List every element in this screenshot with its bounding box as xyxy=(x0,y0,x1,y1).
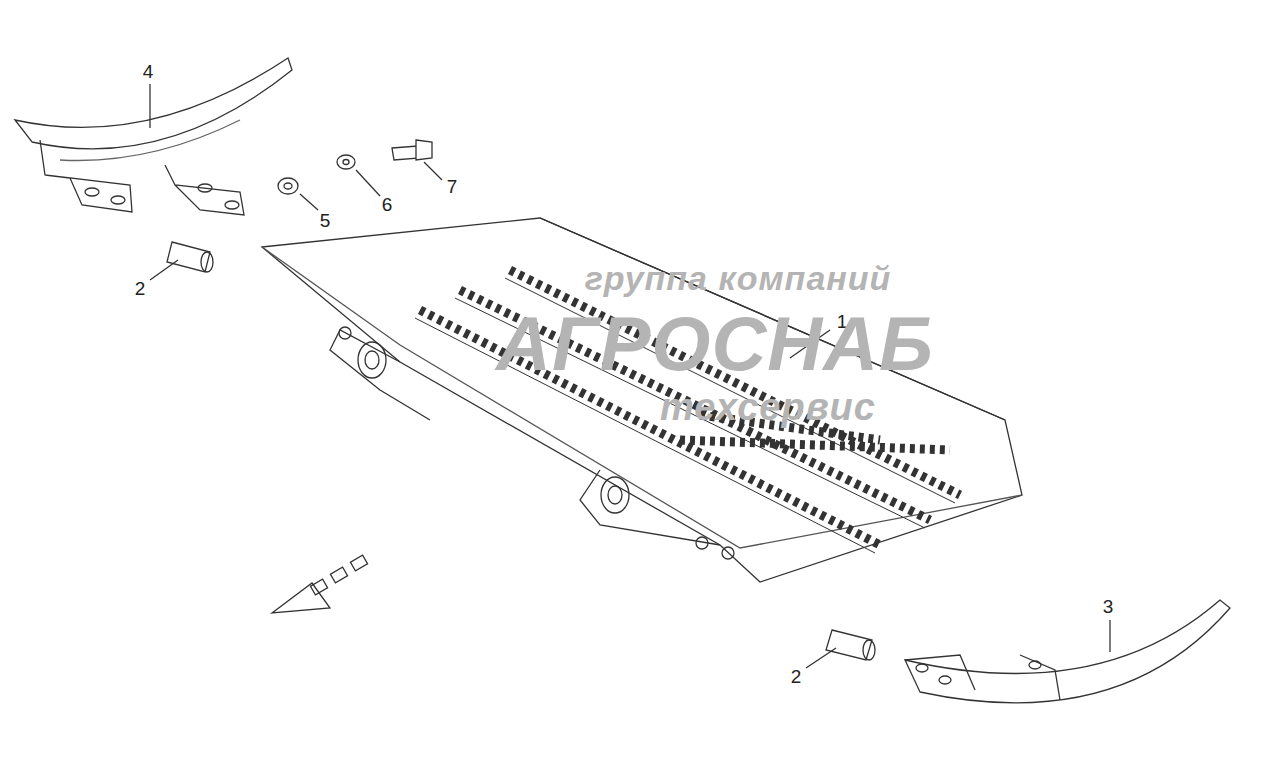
callout-number: 6 xyxy=(382,194,393,216)
callout-number: 4 xyxy=(143,61,154,83)
watermark-text: техсервис xyxy=(660,386,876,429)
callout-number: 7 xyxy=(447,176,458,198)
callout-number: 2 xyxy=(791,666,802,688)
watermark-text: АГРОСНАБ xyxy=(496,300,934,387)
callout-number: 3 xyxy=(1103,596,1114,618)
callout-number: 2 xyxy=(135,278,146,300)
callout-number: 5 xyxy=(320,210,331,232)
watermark-text: группа компаний xyxy=(585,259,892,298)
